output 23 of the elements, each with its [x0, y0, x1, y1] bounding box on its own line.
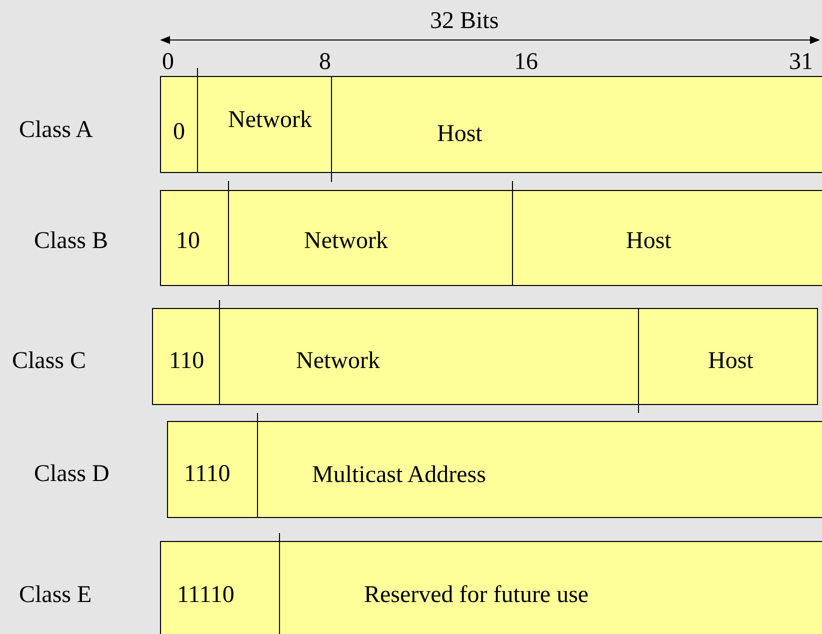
field-label: Network [304, 226, 388, 256]
row-label: Class A [19, 116, 94, 145]
field-label: 10 [176, 226, 200, 256]
bit-position-label: 8 [319, 48, 331, 77]
field-label: Network [296, 346, 380, 376]
field-label: Multicast Address [312, 460, 486, 490]
row-label: Class C [12, 347, 86, 376]
field-label: Reserved for future use [364, 580, 589, 610]
row-label: Class B [34, 227, 108, 256]
row-label: Class D [34, 460, 110, 489]
field-label: 1110 [184, 459, 230, 489]
field-label: Host [626, 226, 672, 256]
field-label: 110 [169, 346, 204, 376]
field-label: Network [228, 105, 312, 135]
field-label: 11110 [177, 580, 234, 610]
width-label: 32 Bits [430, 7, 499, 36]
row-label: Class E [19, 581, 92, 610]
bit-position-label: 0 [162, 48, 174, 77]
bit-position-label: 31 [789, 48, 813, 77]
field-label: Host [437, 119, 482, 149]
field-label: 0 [173, 117, 185, 147]
bit-position-label: 16 [514, 48, 538, 77]
field-label: Host [708, 346, 754, 376]
